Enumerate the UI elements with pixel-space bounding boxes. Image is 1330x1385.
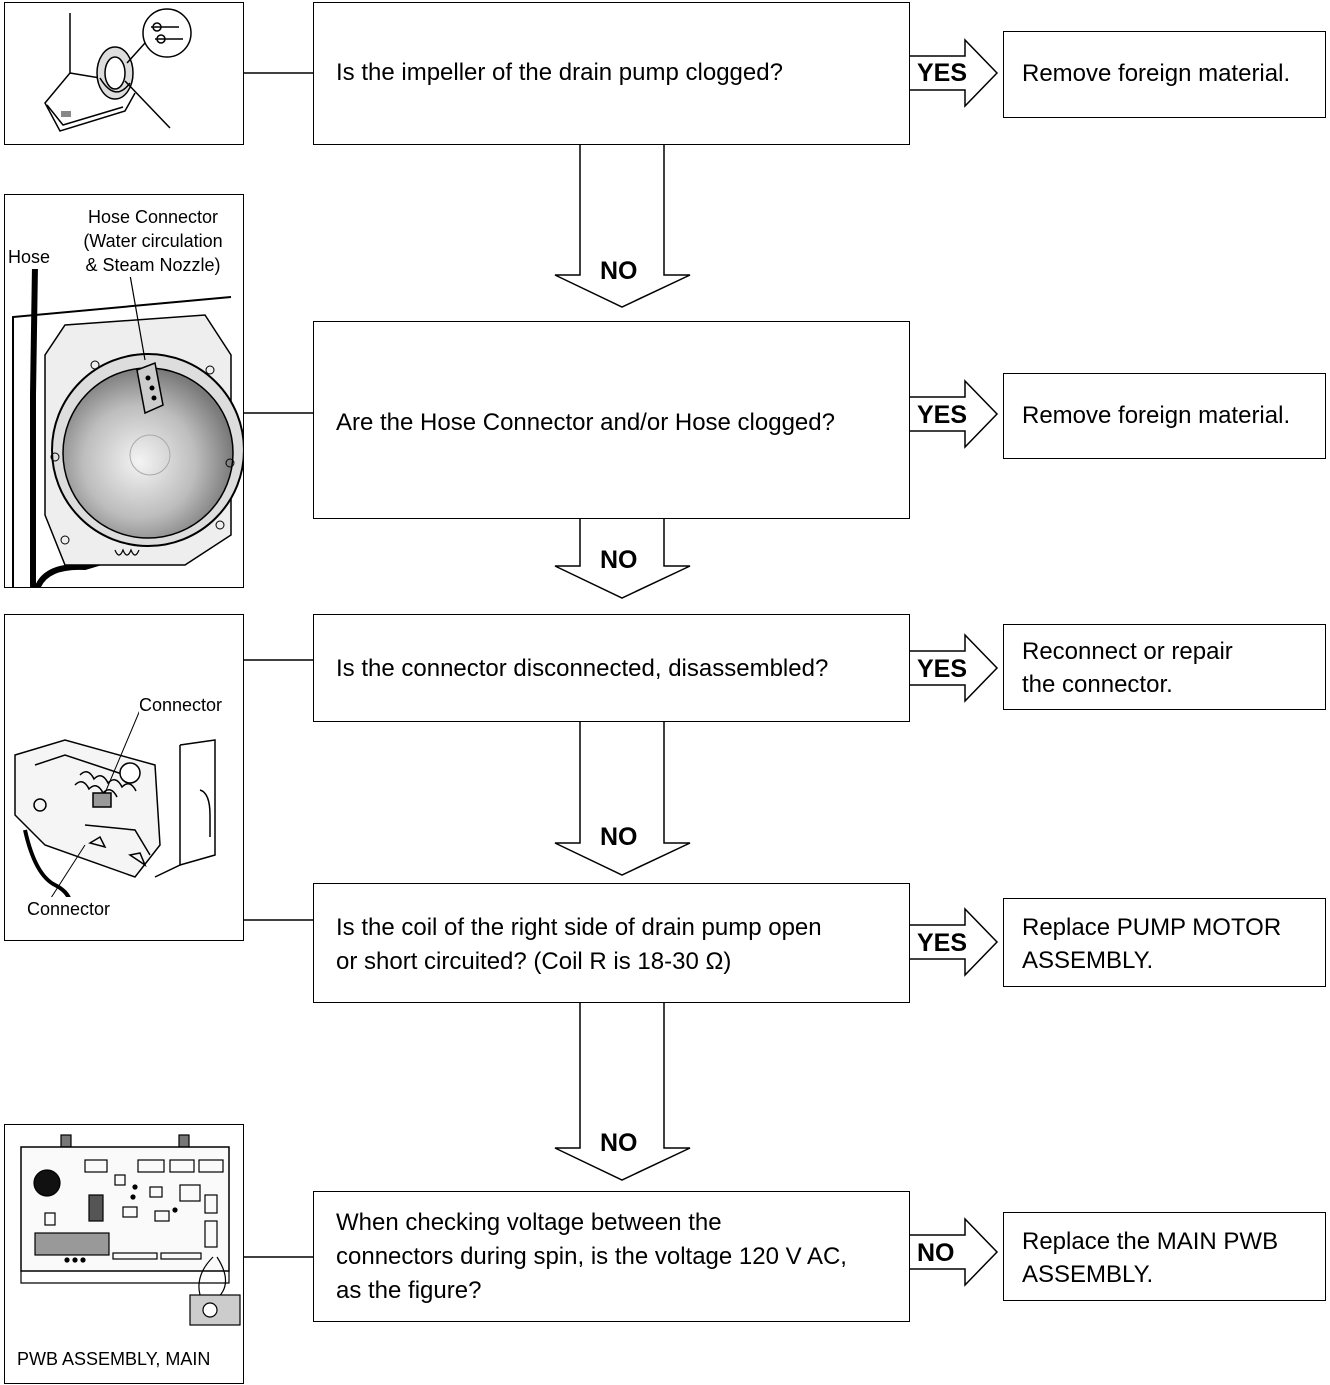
- yes-label-1: YES: [917, 59, 968, 87]
- hose-connector-figure: Hose Hose Connector (Water circulation &…: [4, 194, 244, 588]
- down-arrow-2: [554, 518, 691, 599]
- question-text: Are the Hose Connector and/or Hose clogg…: [336, 409, 835, 436]
- drain-pump-figure: [4, 2, 244, 145]
- connector-top-label: Connector: [139, 693, 223, 717]
- pwb-board-illustration: [20, 1134, 241, 1326]
- right-arrow-2: [909, 379, 999, 449]
- question-text: Is the connector disconnected, disassemb…: [336, 655, 829, 682]
- action-text: Remove foreign material.: [1022, 402, 1291, 429]
- question-text: Is the coil of the right side of drain p…: [336, 914, 822, 975]
- drum-illustration: [12, 264, 243, 587]
- action-box-2: Remove foreign material.: [1003, 373, 1326, 459]
- yes-label-4: YES: [917, 929, 968, 957]
- down-arrow-1: [554, 144, 691, 308]
- yes-label-3: YES: [917, 655, 968, 683]
- connector-illustration: [14, 709, 216, 916]
- action-text: Replace PUMP MOTOR ASSEMBLY.: [1022, 914, 1282, 974]
- action-text: Replace the MAIN PWB ASSEMBLY.: [1022, 1228, 1279, 1288]
- hose-connector-label: Hose Connector (Water circulation & Stea…: [63, 205, 243, 277]
- drain-pump-illustration: [44, 8, 192, 132]
- decision-box-5: When checking voltage between the connec…: [313, 1191, 910, 1322]
- decision-box-3: Is the connector disconnected, disassemb…: [313, 614, 910, 722]
- hose-label: Hose: [8, 245, 51, 269]
- action-text: Reconnect or repair the connector.: [1022, 638, 1233, 698]
- no-label-3: NO: [600, 823, 638, 851]
- action-box-4: Replace PUMP MOTOR ASSEMBLY.: [1003, 898, 1326, 987]
- down-arrow-3: [554, 721, 691, 876]
- question-text: When checking voltage between the connec…: [336, 1209, 847, 1304]
- yes-label-2: YES: [917, 401, 968, 429]
- decision-box-2: Are the Hose Connector and/or Hose clogg…: [313, 321, 910, 519]
- right-arrow-1: [909, 38, 999, 108]
- down-arrow-4: [554, 1002, 691, 1181]
- connector-figure: Connector Connector: [4, 614, 244, 941]
- pwb-assembly-label: PWB ASSEMBLY, MAIN: [17, 1347, 211, 1371]
- connector-bottom-label: Connector: [27, 897, 111, 921]
- pwb-figure: PWB ASSEMBLY, MAIN: [4, 1124, 244, 1384]
- decision-box-4: Is the coil of the right side of drain p…: [313, 883, 910, 1003]
- action-box-5: Replace the MAIN PWB ASSEMBLY.: [1003, 1212, 1326, 1301]
- no-label-5: NO: [917, 1239, 955, 1267]
- no-label-4: NO: [600, 1129, 638, 1157]
- action-box-1: Remove foreign material.: [1003, 31, 1326, 118]
- action-box-3: Reconnect or repair the connector.: [1003, 624, 1326, 710]
- no-label-2: NO: [600, 546, 638, 574]
- right-arrow-4: [909, 907, 999, 977]
- question-text: Is the impeller of the drain pump clogge…: [336, 59, 783, 86]
- right-arrow-5: [909, 1217, 999, 1287]
- decision-box-1: Is the impeller of the drain pump clogge…: [313, 2, 910, 145]
- no-label-1: NO: [600, 257, 638, 285]
- action-text: Remove foreign material.: [1022, 60, 1291, 87]
- right-arrow-3: [909, 633, 999, 703]
